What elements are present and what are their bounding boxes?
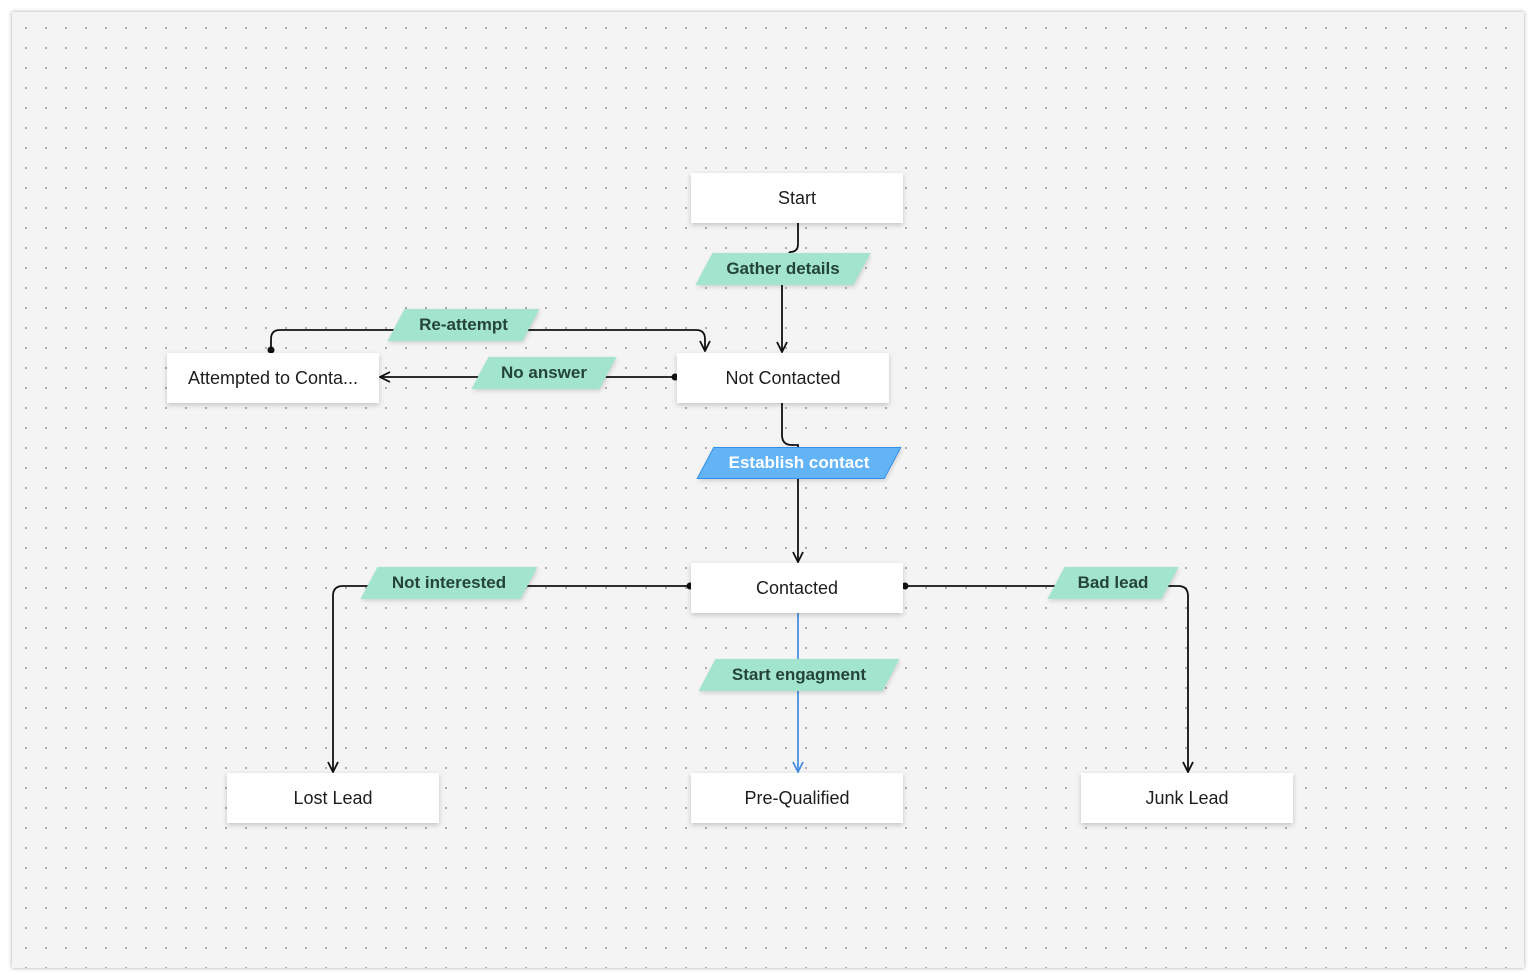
transition-start-engagement[interactable]: Start engagment — [698, 659, 900, 691]
state-attempted-to-contact[interactable]: Attempted to Conta... — [167, 353, 379, 403]
edge-start-dot — [267, 346, 275, 354]
state-label: Not Contacted — [725, 367, 841, 388]
edge-start-dot — [901, 582, 909, 590]
state-label: Attempted to Conta... — [187, 367, 359, 388]
transition-gather-details[interactable]: Gather details — [695, 253, 871, 285]
edge-start-dot — [671, 373, 679, 381]
transition-label: Not interested — [391, 573, 507, 592]
state-not-contacted[interactable]: Not Contacted — [677, 353, 889, 403]
transition-label: Start engagment — [731, 665, 867, 684]
state-label: Junk Lead — [1145, 787, 1229, 808]
edge-contacted-to-junk-lead[interactable] — [905, 585, 1188, 772]
transition-bad-lead[interactable]: Bad lead — [1047, 567, 1179, 599]
transition-label: Gather details — [726, 259, 840, 278]
state-start[interactable]: Start — [691, 173, 903, 223]
transition-establish-contact[interactable]: Establish contact — [696, 447, 902, 479]
transition-label: No answer — [501, 363, 587, 382]
transition-re-attempt[interactable]: Re-attempt — [387, 309, 540, 341]
transition-label: Establish contact — [728, 453, 870, 472]
edge-start-to-not-contacted[interactable] — [782, 222, 799, 352]
edge-not-contacted-to-contacted[interactable] — [781, 402, 798, 562]
transition-label: Re-attempt — [419, 315, 508, 334]
state-pre-qualified[interactable]: Pre-Qualified — [691, 773, 903, 823]
edge-contacted-to-lost-lead[interactable] — [333, 585, 690, 772]
state-contacted[interactable]: Contacted — [691, 563, 903, 613]
state-label: Lost Lead — [293, 787, 373, 808]
state-label: Contacted — [755, 577, 839, 598]
state-junk-lead[interactable]: Junk Lead — [1081, 773, 1293, 823]
state-label: Pre-Qualified — [744, 787, 850, 808]
transition-no-answer[interactable]: No answer — [471, 357, 617, 389]
transition-not-interested[interactable]: Not interested — [360, 567, 538, 599]
transition-label: Bad lead — [1077, 573, 1149, 592]
state-label: Start — [777, 187, 816, 208]
state-lost-lead[interactable]: Lost Lead — [227, 773, 439, 823]
